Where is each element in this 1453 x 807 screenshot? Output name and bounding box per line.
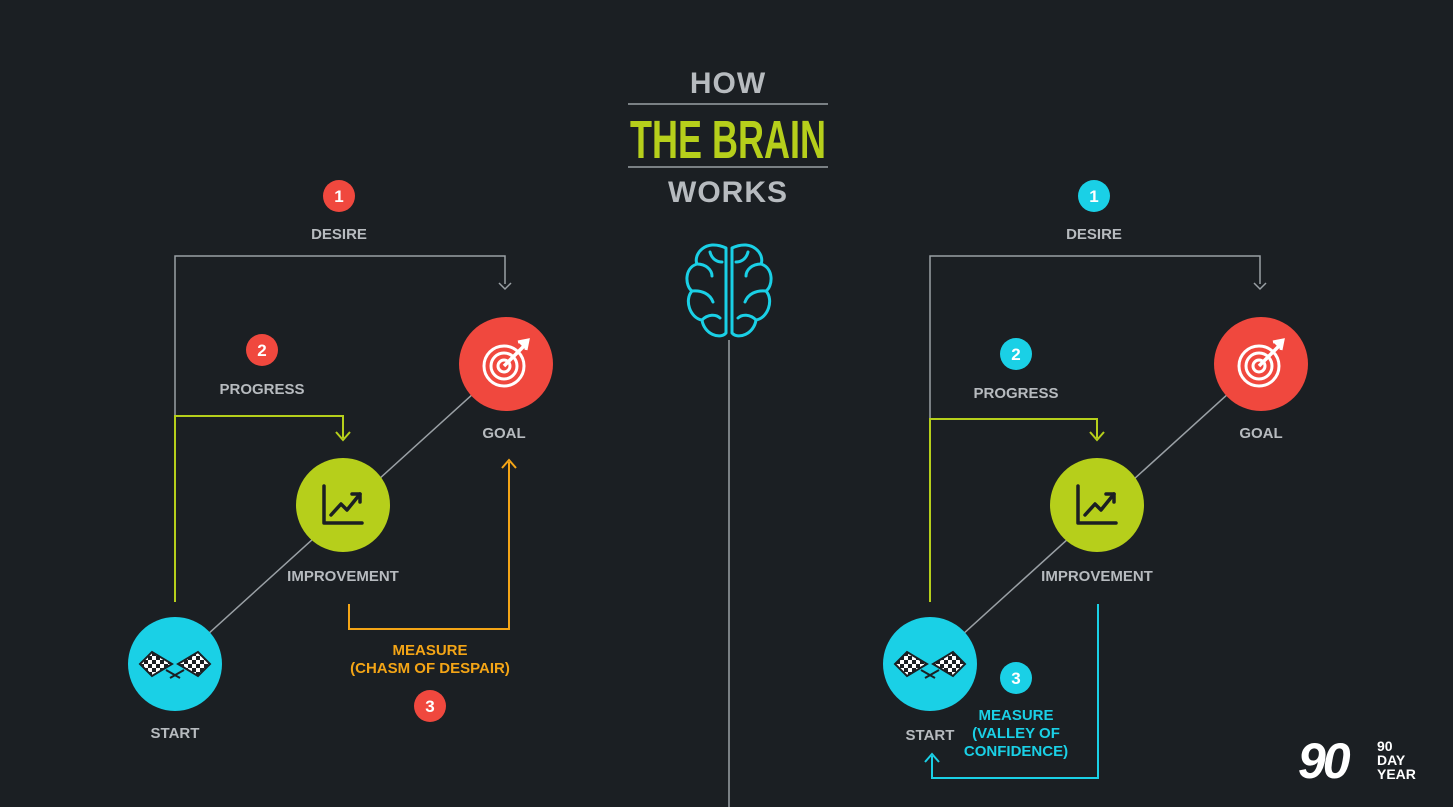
right-panel: 1 DESIRE 2 PROGRESS GOAL IMPROVEMENT xyxy=(883,180,1308,779)
start-label: START xyxy=(906,727,955,744)
step-2-badge xyxy=(246,334,278,366)
step-3-number: 3 xyxy=(425,697,434,716)
title-main: THE BRAIN xyxy=(630,110,826,170)
progress-arrow xyxy=(335,431,351,442)
measure-connector xyxy=(348,462,510,630)
desire-label: DESIRE xyxy=(311,226,367,243)
target-icon xyxy=(1237,338,1285,388)
checkered-flags-icon xyxy=(138,650,212,679)
step-1-badge xyxy=(1078,180,1110,212)
measure-arrow xyxy=(501,458,517,469)
title-works: WORKS xyxy=(668,176,788,209)
progress-connector xyxy=(929,418,1098,602)
measure-arrow xyxy=(924,752,940,763)
measure-label: MEASURE xyxy=(392,642,467,659)
logo-number: 90 xyxy=(1298,733,1351,789)
step-3-badge xyxy=(414,690,446,722)
target-icon xyxy=(482,338,530,388)
step-3-number: 3 xyxy=(1011,669,1020,688)
logo-line-1: 90 xyxy=(1377,738,1393,754)
logo-line-3: YEAR xyxy=(1377,766,1416,782)
desire-arrow xyxy=(498,282,512,291)
ninety-day-year-logo: 90 90 DAY YEAR xyxy=(1298,733,1416,789)
desire-connector xyxy=(174,255,506,415)
growth-chart-icon xyxy=(322,484,364,525)
measure-label: MEASURE xyxy=(978,707,1053,724)
measure-connector xyxy=(931,604,1099,779)
step-3-badge xyxy=(1000,662,1032,694)
desire-connector xyxy=(929,255,1261,418)
progress-arrow xyxy=(1089,431,1105,442)
measure-sublabel-2: CONFIDENCE) xyxy=(964,743,1068,760)
improvement-label: IMPROVEMENT xyxy=(287,568,399,585)
measure-sublabel: (CHASM OF DESPAIR) xyxy=(350,660,510,677)
step-1-number: 1 xyxy=(1089,187,1098,206)
start-node xyxy=(883,617,977,711)
progress-label: PROGRESS xyxy=(973,385,1058,402)
checkered-flags-icon xyxy=(893,650,967,679)
progress-label: PROGRESS xyxy=(219,381,304,398)
start-node xyxy=(128,617,222,711)
growth-chart-icon xyxy=(1076,484,1118,525)
progress-connector xyxy=(174,415,344,602)
desire-arrow xyxy=(1253,282,1267,291)
title-block: HOW THE BRAIN WORKS xyxy=(628,67,828,209)
desire-label: DESIRE xyxy=(1066,226,1122,243)
step-2-number: 2 xyxy=(1011,345,1020,364)
goal-label: GOAL xyxy=(1239,425,1282,442)
step-1-badge xyxy=(323,180,355,212)
step-2-badge xyxy=(1000,338,1032,370)
title-how: HOW xyxy=(690,67,766,100)
improvement-label: IMPROVEMENT xyxy=(1041,568,1153,585)
logo-line-2: DAY xyxy=(1377,752,1406,768)
step-2-number: 2 xyxy=(257,341,266,360)
goal-label: GOAL xyxy=(482,425,525,442)
start-label: START xyxy=(151,725,200,742)
left-panel: 1 DESIRE 2 PROGRESS GOAL IMPROVEMENT xyxy=(128,180,553,742)
measure-sublabel: (VALLEY OF xyxy=(972,725,1060,742)
brain-icon xyxy=(685,243,773,338)
step-1-number: 1 xyxy=(334,187,343,206)
